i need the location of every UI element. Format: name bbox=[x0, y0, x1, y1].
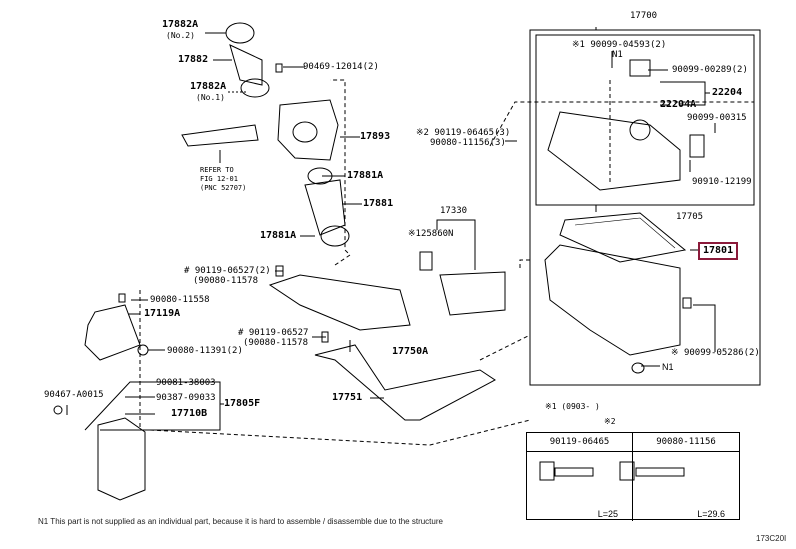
part-label-17881a-top[interactable]: 17881A bbox=[347, 170, 384, 181]
throttle-body-resonator bbox=[419, 251, 506, 316]
part-label-22204[interactable]: 22204 bbox=[712, 87, 743, 98]
inlet-hose-lower bbox=[304, 167, 350, 247]
part-label-90080-11391[interactable]: 90080-11391(2) bbox=[167, 346, 243, 356]
part-label-17330[interactable]: 17330 bbox=[440, 206, 468, 216]
resonator-housing bbox=[277, 99, 339, 161]
bolt-spec-column: 90080-11156 L=29.6 bbox=[633, 433, 739, 521]
part-label-90080-11558[interactable]: 90080-11558 bbox=[150, 295, 210, 305]
bolt-length: L=29.6 bbox=[697, 509, 725, 519]
part-label-17751[interactable]: 17751 bbox=[332, 392, 363, 403]
bolt-part-number[interactable]: 90080-11156 bbox=[633, 433, 739, 452]
part-label-90099-00315[interactable]: 90099-00315 bbox=[687, 113, 747, 123]
part-label-17710b[interactable]: 17710B bbox=[171, 408, 208, 419]
part-label-17882a-no2[interactable]: 17882A bbox=[162, 19, 199, 30]
part-label-17700[interactable]: 17700 bbox=[630, 11, 658, 21]
part-label-90099-05286[interactable]: ※ 90099-05286(2) bbox=[671, 348, 760, 358]
figure-id: 173C20I bbox=[756, 534, 787, 543]
part-label-90080-11578-a[interactable]: (90080-11578 bbox=[193, 276, 259, 286]
part-label-90467-a0015[interactable]: 90467-A0015 bbox=[44, 390, 104, 400]
intake-duct bbox=[268, 265, 411, 331]
part-label-125860[interactable]: ※125860N bbox=[408, 229, 454, 239]
part-label-n1-marker: N1 bbox=[612, 50, 623, 60]
resonator-tank bbox=[53, 405, 146, 501]
part-label-17893[interactable]: 17893 bbox=[360, 131, 391, 142]
bolt-drawings bbox=[539, 461, 685, 481]
part-label-90387-09033[interactable]: 90387-09033 bbox=[156, 393, 216, 403]
breather-hose bbox=[181, 124, 259, 147]
part-label-90910-12199[interactable]: 90910-12199 bbox=[692, 177, 752, 187]
bracket bbox=[84, 293, 149, 361]
part-label-17881a-bot[interactable]: 17881A bbox=[260, 230, 297, 241]
part-label-17805f[interactable]: 17805F bbox=[224, 398, 261, 409]
note-marker-2: ※2 bbox=[604, 417, 616, 426]
part-label-17705[interactable]: 17705 bbox=[676, 212, 704, 222]
note-marker-1: ※1 (0903- ) bbox=[545, 402, 600, 411]
air-cleaner-assembly-frame bbox=[529, 27, 761, 386]
part-label-90099-04593[interactable]: ※1 90099-04593(2) bbox=[572, 40, 667, 50]
hose-clamps-upper bbox=[225, 22, 283, 98]
part-label-90080-11578-b[interactable]: (90080-11578 bbox=[243, 338, 309, 348]
part-label-n1: N1 bbox=[662, 362, 674, 372]
refer-note-line-3: (PNC 52707) bbox=[200, 184, 247, 192]
mass-air-flow-meter bbox=[629, 59, 705, 158]
air-cleaner-case bbox=[544, 244, 692, 374]
part-label-17119a[interactable]: 17119A bbox=[144, 308, 181, 319]
part-label-90119-06465[interactable]: ※2 90119-06465(3) bbox=[416, 128, 511, 138]
part-label-90099-00289[interactable]: 90099-00289(2) bbox=[672, 65, 748, 75]
bolt-spec-column: 90119-06465 L=25 bbox=[527, 433, 633, 521]
part-label-90469-12014[interactable]: 90469-12014(2) bbox=[303, 62, 379, 72]
part-label-17881[interactable]: 17881 bbox=[363, 198, 394, 209]
dashed-guides bbox=[139, 79, 754, 446]
part-label-17882a-no2-sub: (No.2) bbox=[166, 31, 195, 40]
air-filter-element bbox=[559, 212, 687, 263]
refer-note-line-2[interactable]: FIG 12-01 bbox=[200, 175, 238, 183]
air-duct-17751 bbox=[314, 331, 496, 421]
air-cleaner-cap bbox=[547, 111, 681, 191]
part-label-17801-highlighted[interactable]: 17801 bbox=[698, 242, 739, 260]
part-label-17882a-no1[interactable]: 17882A bbox=[190, 81, 227, 92]
part-label-17882a-no1-sub: (No.1) bbox=[196, 93, 225, 102]
part-label-90080-11156[interactable]: 90080-11156(3) bbox=[430, 138, 506, 148]
part-label-17750a[interactable]: 17750A bbox=[392, 346, 429, 357]
bolt-length: L=25 bbox=[597, 509, 618, 519]
bolt-spec-table: 90119-06465 L=25 90080-11156 L=29.6 bbox=[526, 432, 740, 521]
leader-lines bbox=[66, 32, 716, 431]
part-label-17882[interactable]: 17882 bbox=[178, 54, 209, 65]
bolt-part-number[interactable]: 90119-06465 bbox=[527, 433, 632, 452]
part-label-22204a[interactable]: 22204A bbox=[660, 99, 697, 110]
part-label-90119-06527-b[interactable]: # 90119-06527 bbox=[238, 328, 309, 338]
part-label-90081-38003[interactable]: 90081-38003 bbox=[156, 378, 216, 388]
footnote: N1 This part is not supplied as an indiv… bbox=[38, 517, 443, 526]
refer-note-line-1: REFER TO bbox=[200, 166, 234, 174]
part-label-90119-06527-a[interactable]: # 90119-06527(2) bbox=[184, 266, 271, 276]
